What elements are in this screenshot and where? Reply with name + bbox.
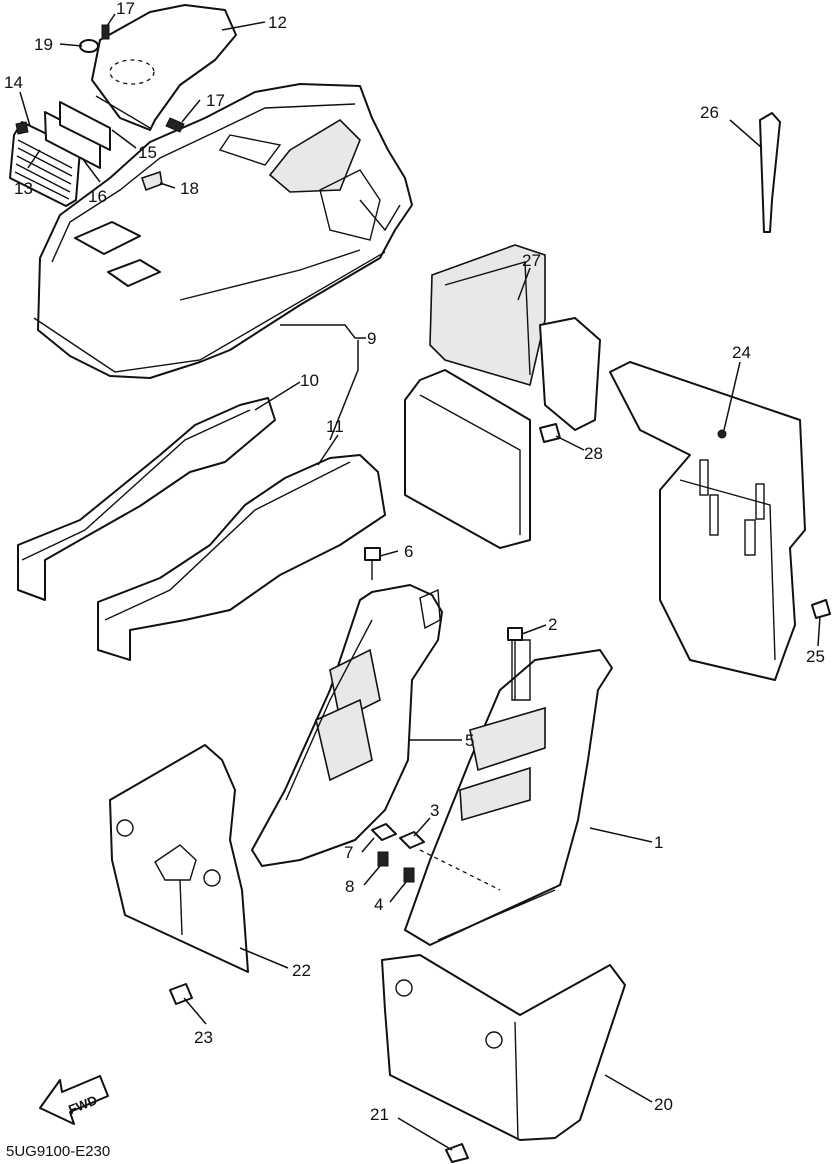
side-panel-5 bbox=[251, 584, 443, 867]
callout-10: 10 bbox=[300, 371, 319, 390]
vent-frame-16 bbox=[44, 101, 111, 169]
callout-18: 18 bbox=[180, 179, 199, 198]
seat-cap-12 bbox=[91, 4, 237, 131]
callout-16: 16 bbox=[88, 187, 107, 206]
callout-27: 27 bbox=[522, 251, 541, 270]
bolt-4 bbox=[403, 867, 415, 883]
callout-22: 22 bbox=[292, 961, 311, 980]
callout-13: 13 bbox=[14, 179, 33, 198]
battery-box-27 bbox=[404, 244, 601, 549]
fastener-19 bbox=[79, 39, 99, 53]
callout-20: 20 bbox=[654, 1095, 673, 1114]
panel-24 bbox=[609, 361, 806, 681]
callout-labels: 1 2 3 4 5 6 7 8 9 10 11 12 13 14 15 16 1… bbox=[4, 0, 825, 1124]
callout-15: 15 bbox=[138, 143, 157, 162]
callout-12: 12 bbox=[268, 13, 287, 32]
top-cover bbox=[33, 83, 413, 379]
nut-7 bbox=[371, 823, 397, 841]
callout-2: 2 bbox=[548, 615, 557, 634]
callout-5: 5 bbox=[465, 731, 474, 750]
fastener-25 bbox=[811, 599, 831, 619]
callout-14: 14 bbox=[4, 73, 23, 92]
screw-17-top bbox=[101, 24, 110, 40]
leader-lines bbox=[19, 13, 821, 1151]
drawing-code: 5UG9100-E230 bbox=[6, 1143, 110, 1160]
bracket-20 bbox=[381, 954, 626, 1141]
callout-17-side: 17 bbox=[206, 91, 225, 110]
cable-tie-26 bbox=[759, 112, 781, 233]
callout-21: 21 bbox=[370, 1105, 389, 1124]
callout-11: 11 bbox=[326, 417, 344, 436]
fastener-2 bbox=[507, 627, 523, 700]
callout-6: 6 bbox=[404, 542, 413, 561]
side-trim-11 bbox=[97, 454, 386, 661]
callout-23: 23 bbox=[194, 1028, 213, 1047]
fwd-arrow: FWD bbox=[39, 1075, 109, 1125]
callout-8: 8 bbox=[345, 877, 354, 896]
fastener-23 bbox=[169, 983, 193, 1005]
bolt-8 bbox=[377, 851, 389, 867]
callout-4: 4 bbox=[374, 895, 383, 914]
nut-3 bbox=[399, 831, 425, 849]
fastener-6 bbox=[364, 547, 381, 580]
assembly-dashed-line bbox=[419, 849, 501, 891]
callout-28: 28 bbox=[584, 444, 603, 463]
screw-17-side bbox=[165, 117, 185, 133]
fastener-28 bbox=[539, 423, 561, 443]
callout-7: 7 bbox=[344, 843, 353, 862]
callout-1: 1 bbox=[654, 833, 663, 852]
callout-26: 26 bbox=[700, 103, 719, 122]
callout-17-top: 17 bbox=[116, 0, 135, 18]
callout-25: 25 bbox=[806, 647, 825, 666]
bracket-22 bbox=[109, 744, 249, 973]
fastener-21 bbox=[445, 1143, 469, 1163]
callout-9: 9 bbox=[367, 329, 376, 348]
side-panel-1 bbox=[404, 639, 613, 946]
callout-3: 3 bbox=[430, 801, 439, 820]
side-trim-10 bbox=[17, 397, 276, 601]
callout-19: 19 bbox=[34, 35, 53, 54]
callout-24: 24 bbox=[732, 343, 751, 362]
